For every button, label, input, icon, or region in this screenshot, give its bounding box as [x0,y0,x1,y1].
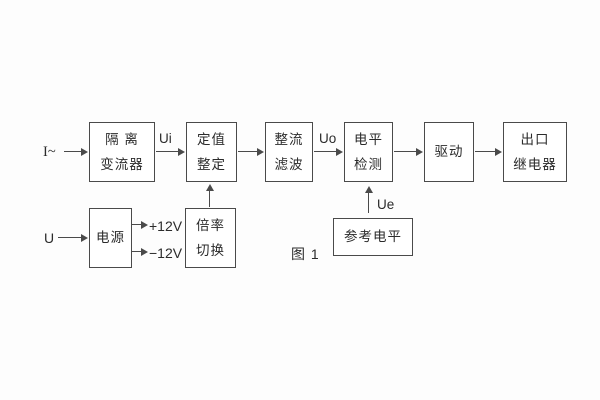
voltage-input-label: U [44,230,55,246]
block-drive-label: 驱动 [434,144,464,160]
block-ratio-switch-line2: 切换 [196,243,225,258]
arrow-power-minus12v-icon [132,247,148,257]
figure-caption: 图 1 [291,246,320,262]
block-ratio-switch: 倍率 切换 [185,208,236,268]
arrow-level-to-drive-icon [394,147,423,157]
signal-ue-label: Ue [377,197,395,212]
block-reference-level: 参考电平 [333,218,413,256]
block-rectify-filter-line2: 滤波 [274,157,304,172]
block-isolation-transformer-line2: 变流器 [100,157,144,172]
arrow-drive-to-relay-icon [475,147,502,157]
block-output-relay-line2: 继电器 [513,157,557,172]
block-power-supply-label: 电源 [96,230,125,246]
block-output-relay: 出口 继电器 [503,122,567,182]
block-setting-adjust-line2: 整定 [197,157,226,172]
arrow-voltage-to-power-icon [58,233,88,243]
block-level-detect-line2: 检测 [354,157,383,172]
arrow-setting-to-rectify-icon [238,147,264,157]
block-output-relay-line1: 出口 [520,131,550,147]
current-input-label: I~ [43,144,56,160]
signal-minus12v-label: −12V [149,245,183,261]
arrow-ratio-to-setting-icon [205,184,215,207]
block-rectify-filter: 整流 滤波 [265,122,313,182]
arrow-power-plus12v-icon [132,220,148,230]
arrow-isolation-to-setting-icon [156,147,185,157]
signal-plus12v-label: +12V [149,218,183,234]
block-level-detect: 电平 检测 [344,122,393,182]
block-ratio-switch-line1: 倍率 [196,217,225,233]
arrow-current-to-isolation-icon [64,147,88,157]
block-isolation-transformer: 隔 离 变流器 [89,122,155,182]
block-drive: 驱动 [424,122,474,182]
arrow-rectify-to-level-icon [314,147,343,157]
block-setting-adjust: 定值 整定 [186,122,237,182]
block-power-supply: 电源 [89,208,132,268]
arrow-reference-to-level-icon [364,186,374,213]
signal-ui-label: Ui [159,131,172,146]
block-level-detect-line1: 电平 [354,131,383,147]
block-reference-level-label: 参考电平 [344,229,402,245]
block-rectify-filter-line1: 整流 [274,131,304,147]
block-setting-adjust-line1: 定值 [197,131,226,147]
block-isolation-transformer-line1: 隔 离 [105,131,139,147]
signal-uo-label: Uo [319,131,337,146]
